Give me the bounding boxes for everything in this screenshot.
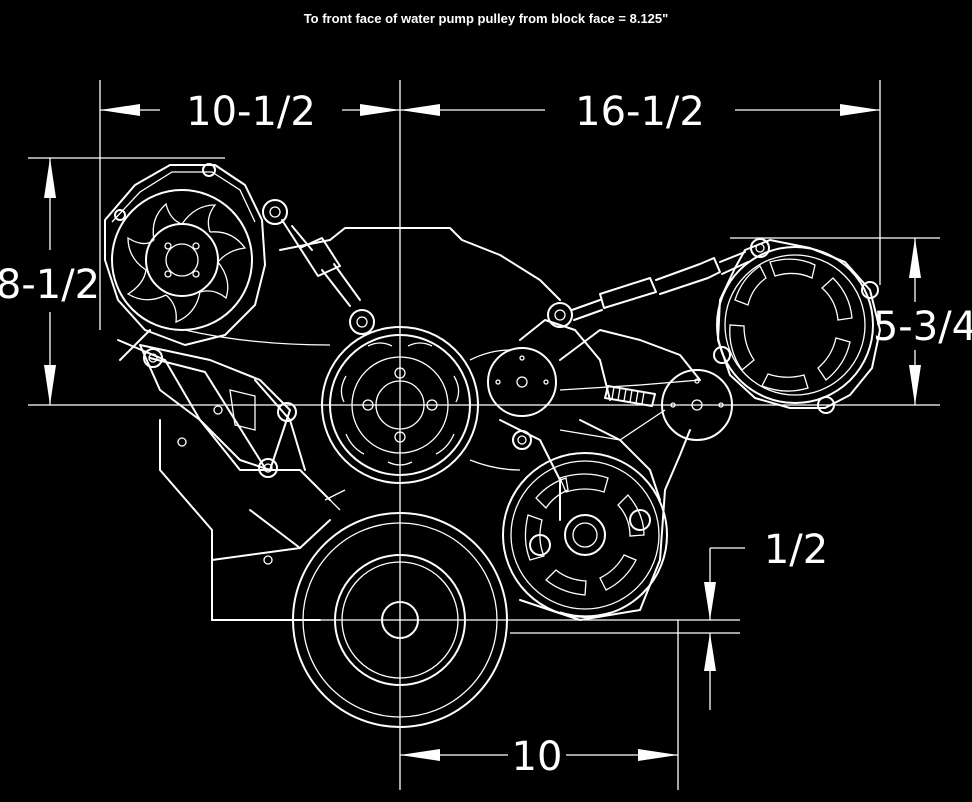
- dimension-right-width: 16-1/2: [400, 80, 881, 285]
- upper-idler-pulley: [487, 347, 557, 417]
- dimension-label-left-width: 10-1/2: [186, 89, 316, 135]
- alternator-pulley: [111, 189, 253, 331]
- alternator-adjuster-rod: [281, 219, 375, 335]
- dimension-alternator-height: 8-1/2: [0, 157, 225, 405]
- dimension-label-bottom-width: 10: [512, 734, 563, 780]
- alternator-pivot-bolt: [262, 199, 288, 225]
- dimension-left-width: 10-1/2: [99, 80, 400, 330]
- belt-tensioner: [512, 385, 656, 450]
- dimension-label-right-width: 16-1/2: [575, 89, 705, 135]
- dimension-pump-height: 5-3/4: [730, 237, 972, 405]
- water-pump-pulley-note: To front face of water pump pulley from …: [303, 11, 669, 26]
- dimension-crank-offset: 1/2: [704, 527, 828, 710]
- alternator-fan-blades: [126, 202, 247, 324]
- alternator: [104, 163, 288, 346]
- power-steering-pump: [713, 238, 881, 414]
- dimension-label-pump-height: 5-3/4: [873, 304, 972, 350]
- alternator-bracket: [139, 344, 297, 565]
- ps-adjuster-rod: [547, 251, 749, 328]
- ac-compressor-pulley: [502, 452, 668, 618]
- dimension-label-alternator-height: 8-1/2: [0, 262, 100, 308]
- dimension-bottom-width: 10: [400, 620, 679, 790]
- dimension-label-crank-offset: 1/2: [764, 527, 828, 573]
- serpentine-belt: [184, 329, 701, 511]
- centerlines: [28, 80, 940, 790]
